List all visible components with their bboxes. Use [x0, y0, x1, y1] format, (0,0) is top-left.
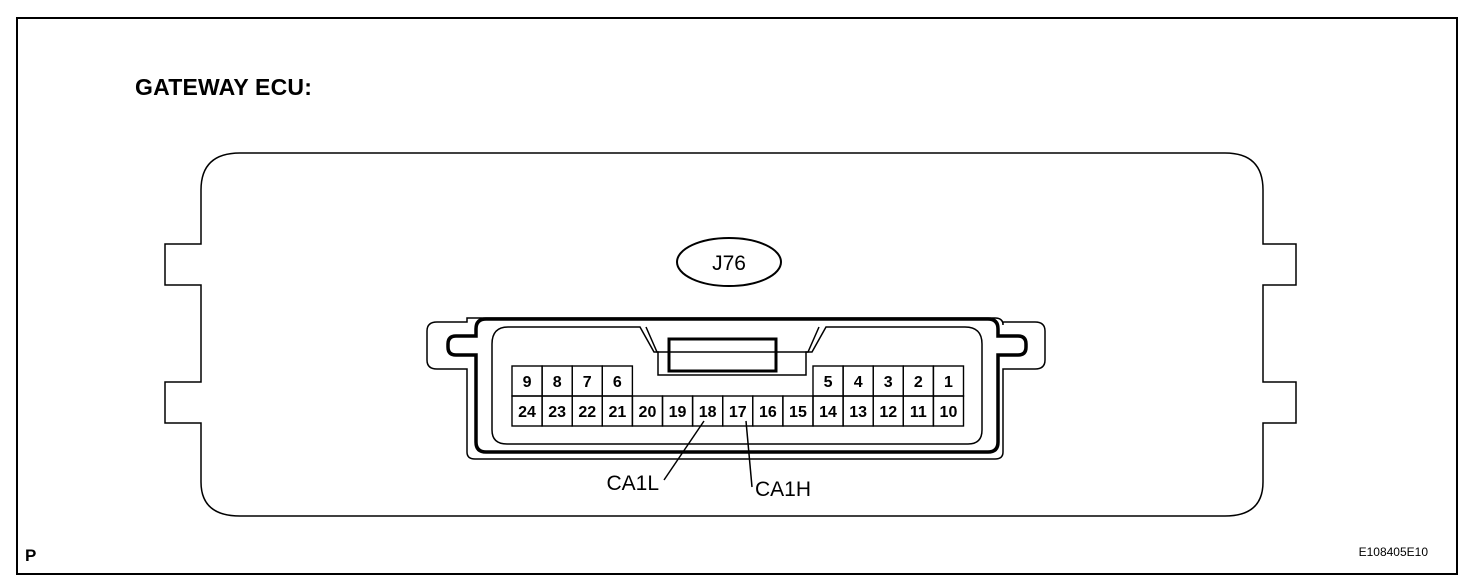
corner-letter: P [25, 546, 37, 565]
diagram-title: GATEWAY ECU: [135, 74, 313, 100]
signal-label-ca1l: CA1L [606, 472, 659, 495]
lock-window [667, 337, 778, 373]
pin-12: 12 [879, 404, 897, 421]
connector-label-ellipse [676, 237, 782, 287]
pin-11: 11 [910, 404, 927, 421]
connector-label: J76 [712, 252, 746, 275]
pin-2: 2 [914, 374, 923, 391]
pin-15: 15 [789, 404, 807, 421]
pin-16: 16 [759, 404, 777, 421]
connector-latch [645, 326, 820, 353]
pin-19: 19 [669, 404, 687, 421]
pin-24: 24 [518, 404, 536, 421]
pin-6: 6 [613, 374, 622, 391]
ca1l-leader-line [663, 420, 705, 481]
pin-4: 4 [854, 374, 863, 391]
connector-cavity [491, 326, 983, 445]
pin-7: 7 [583, 374, 592, 391]
pin-22: 22 [578, 404, 596, 421]
pin-20: 20 [639, 404, 657, 421]
pin-10: 10 [940, 404, 958, 421]
pin-9: 9 [523, 374, 532, 391]
pin-18: 18 [699, 404, 717, 421]
connector-shell [426, 317, 1046, 460]
pin-17: 17 [729, 404, 747, 421]
pin-23: 23 [548, 404, 566, 421]
pin-1: 1 [944, 374, 953, 391]
pin-14: 14 [819, 404, 837, 421]
ca1h-leader-line [745, 420, 753, 488]
signal-label-ca1h: CA1H [755, 478, 811, 501]
ecu-housing [164, 152, 1297, 517]
figure-id: E108405E10 [1358, 545, 1428, 559]
pin-8: 8 [553, 374, 562, 391]
outer-border [16, 17, 1458, 575]
pin-cell [601, 365, 634, 397]
pin-cell [932, 365, 965, 397]
connector-body [446, 317, 1028, 454]
pin-5: 5 [824, 374, 833, 391]
pin-3: 3 [884, 374, 893, 391]
pin-13: 13 [849, 404, 867, 421]
pin-21: 21 [608, 404, 626, 421]
